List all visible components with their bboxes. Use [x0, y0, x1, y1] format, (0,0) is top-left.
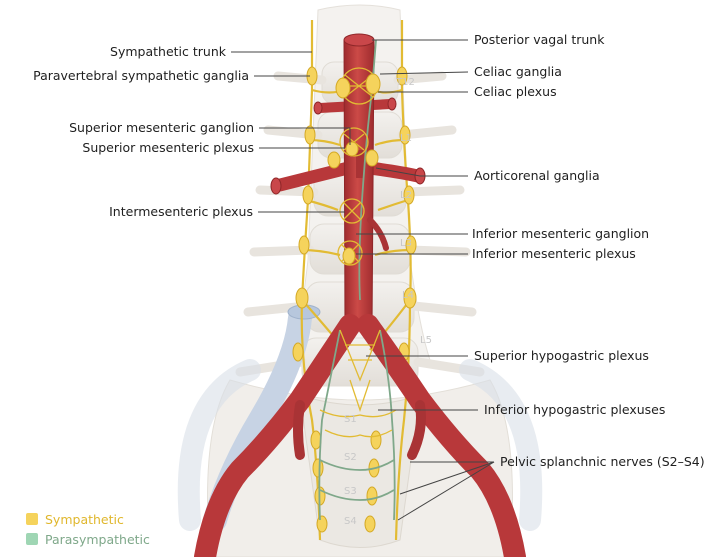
common-iliac-artery-right [357, 314, 526, 557]
aorticorenal-ganglion-right [365, 149, 379, 167]
internal-iliac-left [293, 400, 305, 460]
label-pelvic-splanchnic-nerves: Pelvic splanchnic nerves (S2–S4) [500, 454, 705, 469]
inferior-mesenteric-artery [367, 217, 389, 251]
level-s1: S1 [344, 414, 357, 425]
inferior-hypogastric-plexus-mesh [319, 409, 397, 438]
celiac-ganglion-left [335, 77, 351, 99]
level-s4: S4 [344, 516, 357, 527]
label-inferior-mesenteric-plexus: Inferior mesenteric plexus [472, 246, 636, 261]
right-labels: Posterior vagal trunk Celiac ganglia Cel… [472, 32, 705, 469]
celiac-ganglion-right [365, 73, 381, 95]
legend-label-parasympathetic: Parasympathetic [45, 531, 150, 547]
ilium-right [459, 359, 543, 531]
inferior-mesenteric-ganglion [342, 247, 356, 265]
legend: Sympathetic Parasympathetic [26, 509, 150, 549]
common-iliac-artery-left [194, 314, 361, 557]
superior-hypogastric-plexus-mesh [339, 329, 381, 413]
leader-lines [231, 39, 495, 521]
label-sympathetic-trunk: Sympathetic trunk [110, 44, 227, 59]
internal-iliac-right [407, 400, 426, 460]
level-s2: S2 [344, 452, 357, 463]
label-intermesenteric-plexus: Intermesenteric plexus [109, 204, 253, 219]
label-aorticorenal-ganglia: Aorticorenal ganglia [474, 168, 600, 183]
level-l4: L4 [402, 290, 414, 301]
vertebral-level-labels: T12 L1 L2 L3 L4 L5 S1 S2 S3 S4 [344, 77, 432, 527]
label-inferior-mesenteric-ganglion: Inferior mesenteric ganglion [472, 226, 649, 241]
legend-swatch-parasympathetic [26, 533, 38, 545]
label-paravertebral-ganglia: Paravertebral sympathetic ganglia [33, 68, 249, 83]
aorticorenal-ganglion-left [327, 151, 341, 169]
abdominal-aorta [194, 33, 526, 557]
level-l1: L1 [400, 133, 412, 144]
renal-artery-left [273, 161, 355, 192]
legend-swatch-sympathetic [26, 513, 38, 525]
superior-mesenteric-ganglion [345, 141, 359, 157]
level-l2: L2 [400, 190, 412, 201]
level-t12: T12 [395, 77, 415, 88]
transverse-processes-right [393, 71, 485, 377]
label-superior-hypogastric-plexus: Superior hypogastric plexus [474, 348, 649, 363]
intermesenteric-plexus-mesh [339, 198, 365, 224]
level-s3: S3 [344, 486, 357, 497]
inferior-mesenteric-plexus-mesh [337, 240, 363, 266]
legend-item-parasympathetic: Parasympathetic [26, 529, 150, 549]
posterior-vagal-trunk [358, 39, 377, 301]
label-posterior-vagal-trunk: Posterior vagal trunk [474, 32, 605, 47]
label-inferior-hypogastric-plexuses: Inferior hypogastric plexuses [484, 402, 665, 417]
level-l5: L5 [420, 335, 432, 346]
label-celiac-plexus: Celiac plexus [474, 84, 557, 99]
label-superior-mesenteric-ganglion: Superior mesenteric ganglion [69, 120, 254, 135]
legend-label-sympathetic: Sympathetic [45, 511, 124, 527]
ilium-left [177, 359, 261, 531]
label-celiac-ganglia: Celiac ganglia [474, 64, 562, 79]
prevertebral-ganglia [327, 73, 381, 265]
level-l3: L3 [400, 238, 412, 249]
legend-item-sympathetic: Sympathetic [26, 509, 150, 529]
parasympathetic-nerves [318, 39, 396, 521]
left-labels: Sympathetic trunk Paravertebral sympathe… [33, 44, 254, 219]
label-superior-mesenteric-plexus: Superior mesenteric plexus [82, 140, 254, 155]
transverse-processes-left [235, 71, 327, 377]
